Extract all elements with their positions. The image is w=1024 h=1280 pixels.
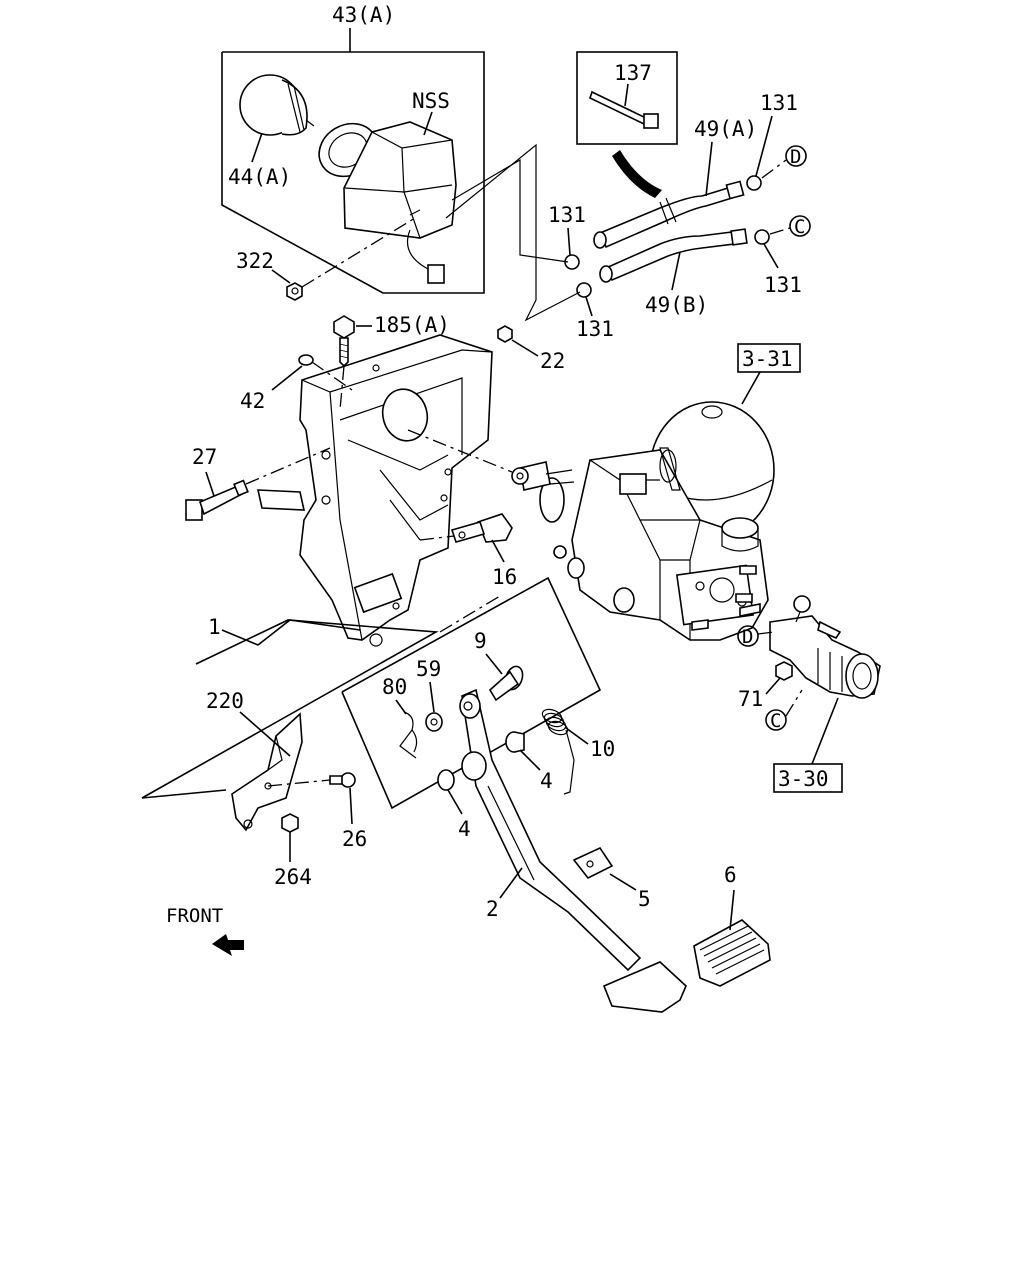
reservoir-cap-part bbox=[239, 74, 315, 136]
clip-80-part bbox=[399, 711, 418, 759]
marker-c-bottom-label: C bbox=[770, 710, 781, 732]
label-ref-3-30: 3-30 bbox=[778, 767, 829, 791]
booster-part bbox=[511, 401, 775, 641]
marker-c-top-label: C bbox=[794, 216, 805, 238]
bolt-26-part bbox=[329, 772, 356, 788]
bracket-220-part bbox=[231, 712, 303, 832]
label-220: 220 bbox=[206, 689, 244, 713]
pedal-bracket-part bbox=[256, 334, 493, 647]
nut-22-part bbox=[497, 325, 513, 343]
switch-16-part bbox=[450, 513, 513, 543]
bolt-185a-part bbox=[333, 315, 355, 368]
hose-49b-part bbox=[599, 228, 748, 283]
label-6: 6 bbox=[724, 863, 737, 887]
cable-tie-part bbox=[589, 90, 659, 129]
label-ref-3-31: 3-31 bbox=[742, 347, 793, 371]
hose-group: 137 49(A) 49(B) bbox=[445, 51, 811, 341]
reservoir-group: 43(A) 44(A) NSS 322 bbox=[221, 3, 485, 301]
label-9: 9 bbox=[474, 629, 487, 653]
ref-box-3-31 bbox=[737, 343, 801, 373]
label-43a: 43(A) bbox=[332, 3, 395, 27]
nut-71-part bbox=[775, 661, 793, 681]
label-80: 80 bbox=[382, 675, 407, 699]
booster-master-cylinder-group: 3-31 bbox=[407, 343, 801, 641]
damper-part bbox=[769, 595, 881, 699]
stopper-5-part bbox=[572, 846, 614, 880]
hose-49a-part bbox=[593, 180, 745, 249]
pin-27-part bbox=[185, 479, 249, 521]
label-44a: 44(A) bbox=[228, 165, 291, 189]
bushing-4-lower-part bbox=[437, 769, 455, 791]
marker-d-bottom-label: D bbox=[742, 626, 753, 648]
label-49a: 49(A) bbox=[694, 117, 757, 141]
label-131-a: 131 bbox=[548, 203, 586, 227]
label-10: 10 bbox=[590, 737, 615, 761]
nut-322-part bbox=[286, 282, 303, 301]
ref-box-3-30 bbox=[773, 763, 843, 793]
label-42: 42 bbox=[240, 389, 265, 413]
pedal-hardware-group: 9 59 80 10 4 4 bbox=[141, 576, 615, 889]
label-5: 5 bbox=[638, 887, 651, 911]
washer-59-part bbox=[425, 712, 443, 732]
label-131-d: 131 bbox=[764, 273, 802, 297]
pedal-bracket-group: 1 185(A) 22 42 27 bbox=[185, 313, 565, 647]
detail-arrow-icon bbox=[612, 150, 662, 198]
tie-detail-box bbox=[576, 51, 678, 145]
label-49b: 49(B) bbox=[645, 293, 708, 317]
label-264: 264 bbox=[274, 865, 312, 889]
label-185a: 185(A) bbox=[374, 313, 450, 337]
label-22: 22 bbox=[540, 349, 565, 373]
front-label: FRONT bbox=[166, 905, 223, 927]
label-131-b: 131 bbox=[576, 317, 614, 341]
marker-c-top bbox=[789, 215, 811, 237]
label-2: 2 bbox=[486, 897, 499, 921]
marker-d-top bbox=[785, 145, 807, 167]
pedal-pad-6-part bbox=[693, 919, 771, 987]
label-137: 137 bbox=[614, 61, 652, 85]
reservoir-tank-part bbox=[318, 121, 457, 284]
bushing-4-upper-part bbox=[505, 731, 525, 753]
label-26: 26 bbox=[342, 827, 367, 851]
pin-9-part bbox=[488, 665, 524, 702]
label-131-c: 131 bbox=[760, 91, 798, 115]
marker-d-top-label: D bbox=[790, 146, 801, 168]
label-59: 59 bbox=[416, 657, 441, 681]
label-27: 27 bbox=[192, 445, 217, 469]
spring-10-part bbox=[541, 708, 575, 795]
damper-group: D 71 C 3-30 bbox=[737, 595, 881, 793]
marker-c-bottom bbox=[765, 709, 787, 731]
label-71: 71 bbox=[738, 687, 763, 711]
washer-42-part bbox=[298, 354, 314, 366]
pedal-arm-group: 2 5 6 bbox=[459, 688, 771, 1013]
label-1: 1 bbox=[208, 615, 221, 639]
pedal-arm-part bbox=[459, 688, 687, 1013]
front-indicator: FRONT bbox=[166, 905, 244, 956]
label-4-upper: 4 bbox=[540, 769, 553, 793]
nut-264-part bbox=[281, 813, 299, 833]
label-322: 322 bbox=[236, 249, 274, 273]
label-4-lower: 4 bbox=[458, 817, 471, 841]
label-nss: NSS bbox=[412, 89, 450, 113]
marker-d-bottom bbox=[737, 625, 759, 647]
clamp-131-parts bbox=[564, 175, 770, 298]
front-arrow-icon bbox=[212, 934, 244, 956]
label-16: 16 bbox=[492, 565, 517, 589]
